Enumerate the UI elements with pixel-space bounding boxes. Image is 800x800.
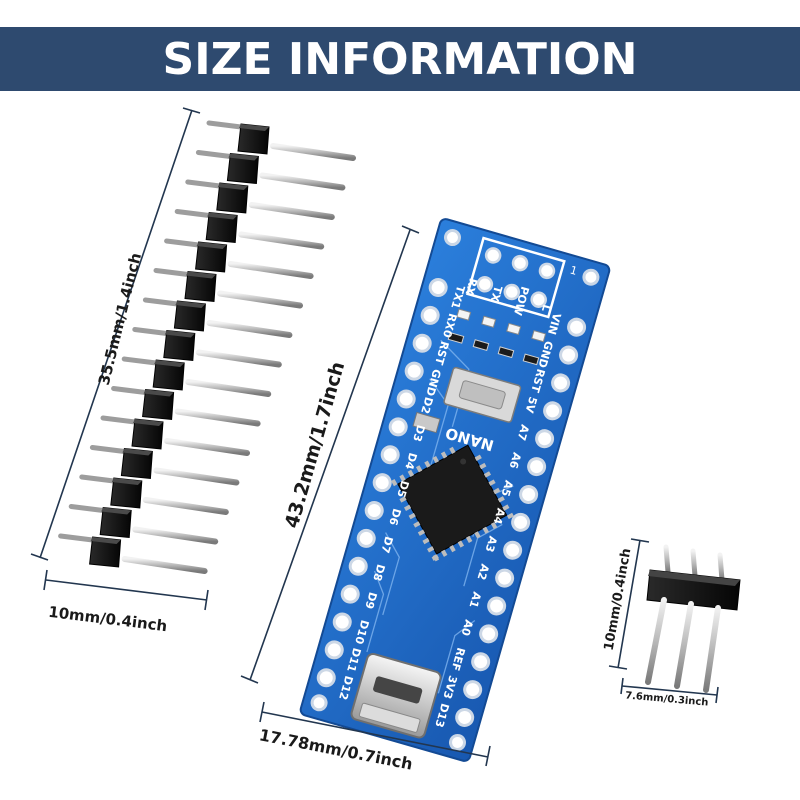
pin-hole xyxy=(380,445,400,465)
reset-button-component xyxy=(443,366,522,423)
pin-label-left: D11 xyxy=(344,646,363,673)
pin-label-left: D5 xyxy=(394,479,411,499)
microcontroller-chip xyxy=(391,444,515,562)
pin-hole xyxy=(495,568,515,588)
pin-label-right: RST xyxy=(528,367,547,394)
pin-label-right: A7 xyxy=(514,423,531,442)
pin-hole xyxy=(519,484,539,504)
pin-label-right: A3 xyxy=(483,535,500,554)
pin-label-right: A6 xyxy=(506,451,523,470)
board-length-dimension xyxy=(240,225,420,684)
header-pin xyxy=(674,601,694,689)
header-pin xyxy=(206,320,293,338)
pin-label-left: D9 xyxy=(362,591,379,611)
pin-label-right: A2 xyxy=(475,562,492,581)
pin-label-left: D4 xyxy=(402,451,419,471)
header-pin xyxy=(217,290,303,309)
header-pin xyxy=(185,379,272,397)
pin-label-left: D3 xyxy=(410,423,427,443)
pin-hole xyxy=(471,652,491,672)
led-label: RX xyxy=(462,277,479,297)
pin-hole xyxy=(372,473,392,493)
pin-label-right: 5V xyxy=(522,395,539,415)
pin-label-right: A0 xyxy=(458,618,475,637)
led-label: TX xyxy=(488,284,505,303)
header-length-dimension xyxy=(30,107,201,561)
header-pin xyxy=(153,467,240,486)
pin-hole xyxy=(396,389,416,409)
pin-hole xyxy=(348,556,368,576)
small-header-height-dimension xyxy=(608,538,650,670)
micro-usb-connector xyxy=(350,652,442,739)
pin-hole xyxy=(487,596,507,616)
status-leds xyxy=(456,308,547,343)
pin-label-left: D6 xyxy=(386,507,403,527)
pin-hole xyxy=(324,640,344,660)
pin-label-left: TX1 xyxy=(448,284,467,310)
pin-hole xyxy=(316,668,336,688)
pin-label-right: D13 xyxy=(432,702,451,729)
pin-hole xyxy=(527,457,547,477)
header-pin xyxy=(174,408,261,427)
pin-hole xyxy=(412,333,432,353)
pin-hole xyxy=(332,612,352,632)
led-label: L xyxy=(539,303,553,313)
header-pin xyxy=(270,143,356,161)
pin-hole xyxy=(503,540,523,560)
header-pin xyxy=(121,556,208,574)
pin-hole xyxy=(428,278,448,298)
pin-hole xyxy=(356,528,376,548)
pin-hole xyxy=(404,361,424,381)
pin-hole xyxy=(340,584,360,604)
pin-hole xyxy=(463,680,483,700)
header-pin xyxy=(195,349,282,368)
pin-hole xyxy=(511,512,531,532)
pin-hole xyxy=(364,501,384,521)
header-pin xyxy=(645,597,667,685)
nano-board: NANO TX1VINRX0GNDRSTRSTGND5VD2A7D3A6D4A5… xyxy=(299,218,611,762)
pin-hole xyxy=(420,305,440,325)
pin-label-right: 3V3 xyxy=(440,674,459,700)
pin-hole xyxy=(559,345,579,365)
pin-hole xyxy=(455,707,475,727)
pin-label-left: D7 xyxy=(378,535,395,555)
title-banner: SIZE INFORMATION xyxy=(0,27,800,91)
pin-hole xyxy=(388,417,408,437)
long-pin-header xyxy=(58,120,356,574)
header-pin xyxy=(238,231,325,250)
board-width-dimension xyxy=(259,701,491,767)
pin-hole xyxy=(567,317,587,337)
pin-hole xyxy=(535,429,555,449)
header-pin xyxy=(227,261,314,279)
header-pin xyxy=(164,438,250,456)
pin-label-right: A5 xyxy=(498,479,515,498)
small-header-width-dimension xyxy=(620,677,719,704)
pin-label-left: RST xyxy=(432,340,451,367)
header-pin xyxy=(248,202,335,220)
pin-label-left: D8 xyxy=(370,563,387,583)
banner-title: SIZE INFORMATION xyxy=(162,33,638,85)
pin-label-right: REF xyxy=(449,646,468,672)
pin-label-right: A4 xyxy=(490,507,507,526)
icsp-pin1-marker: 1 xyxy=(568,263,578,277)
header-pin xyxy=(142,497,229,515)
pin-label-right: A1 xyxy=(467,590,484,609)
pin-label-left: D12 xyxy=(336,674,355,701)
pin-hole xyxy=(551,373,571,393)
pin-label-right: VIN xyxy=(545,312,564,337)
pin-label-left: D2 xyxy=(418,395,435,415)
pin-hole xyxy=(479,624,499,644)
short-pin-header xyxy=(645,544,741,693)
header-pin xyxy=(259,172,346,191)
header-pin xyxy=(132,526,219,545)
header-width-dimension xyxy=(43,569,209,611)
header-pin xyxy=(703,605,721,693)
pin-hole xyxy=(543,401,563,421)
